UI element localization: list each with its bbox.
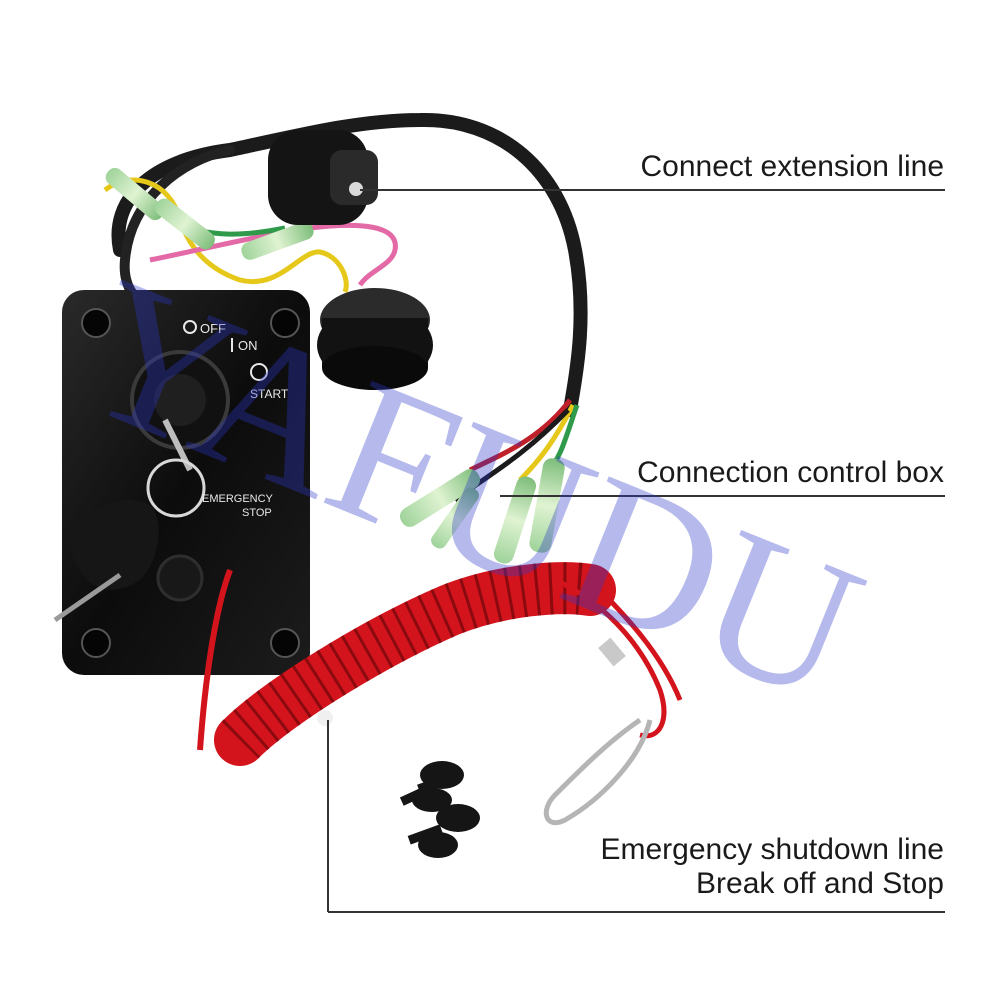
switch-panel xyxy=(53,290,310,675)
callout-control-box: Connection control box xyxy=(637,456,944,489)
wire-yellow xyxy=(103,177,349,293)
panel-start-label: START xyxy=(250,387,289,401)
wire-bundle-red xyxy=(468,398,572,473)
control-sleeve-4 xyxy=(529,458,565,553)
extension-connector xyxy=(268,130,378,225)
mounting-screws xyxy=(399,761,480,858)
callout-extension: Connect extension line xyxy=(640,150,944,183)
control-sleeve-1 xyxy=(399,469,481,527)
lanyard-socket xyxy=(317,288,433,390)
bullet-sleeve-2 xyxy=(155,198,215,250)
bullet-sleeve-1 xyxy=(105,167,165,221)
wire-bundle-yellow xyxy=(518,403,576,482)
harness-wire-main xyxy=(111,112,588,417)
callout-emergency-line1: Emergency shutdown line xyxy=(600,833,944,866)
emergency-coil-cord xyxy=(197,562,683,826)
wire-pink xyxy=(149,222,398,287)
panel-emergency-label: EMERGENCY xyxy=(202,493,274,505)
panel-stop-label: STOP xyxy=(242,507,272,519)
bullet-sleeve-3 xyxy=(241,221,314,260)
control-sleeve-2 xyxy=(431,487,479,549)
off-indicator-icon xyxy=(183,320,197,334)
panel-off-label: OFF xyxy=(200,321,226,336)
control-sleeve-3 xyxy=(493,476,537,564)
start-icon xyxy=(250,363,268,381)
panel-on-label: ON xyxy=(238,338,258,353)
callout-emergency-line2: Break off and Stop xyxy=(696,867,944,900)
